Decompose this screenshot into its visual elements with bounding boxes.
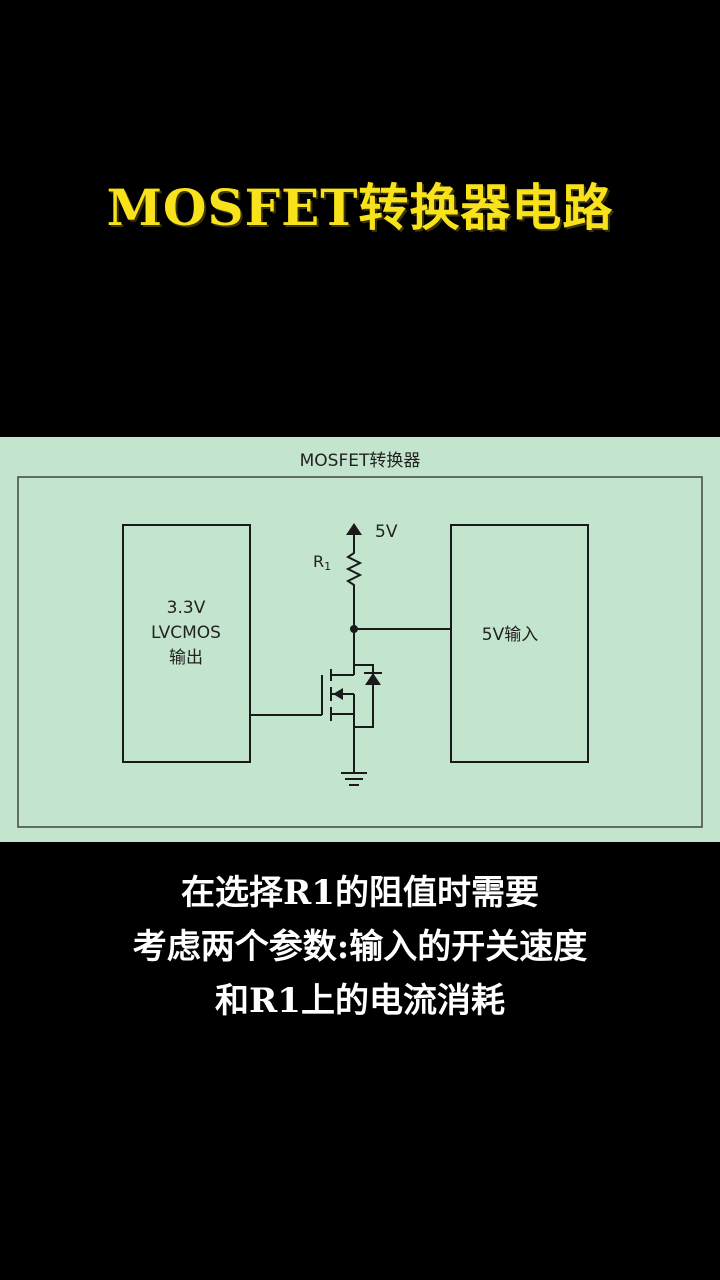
ground-icon xyxy=(341,772,367,786)
supply-label: 5V xyxy=(375,522,398,542)
input-5v-label: 5V输入 xyxy=(482,625,538,645)
input-5v-block xyxy=(450,524,589,763)
page-title: MOSFET转换器电路 xyxy=(106,178,614,237)
circuit-diagram: MOSFET转换器 3.3V LVCMOS 输出 5V输入 5V R1 xyxy=(17,451,703,828)
supply-arrow-icon xyxy=(346,523,362,535)
caption: 在选择R1的阻值时需要 考虑两个参数:输入的开关速度 和R1上的电流消耗 xyxy=(0,866,720,1028)
diagram-title: MOSFET转换器 xyxy=(300,451,421,471)
lvcmos-type-label: LVCMOS xyxy=(151,623,221,643)
resistor-label: R xyxy=(313,552,324,571)
lvcmos-output-block xyxy=(122,524,251,763)
caption-line-1: 在选择R1的阻值时需要 xyxy=(181,873,539,913)
circuit-diagram-panel: MOSFET转换器 3.3V LVCMOS 输出 5V输入 5V R1 xyxy=(0,437,720,842)
resistor-label-subscript: 1 xyxy=(324,560,331,573)
resistor-r1 xyxy=(345,549,363,629)
caption-line-2: 考虑两个参数:输入的开关速度 xyxy=(132,927,588,967)
diagram-frame xyxy=(17,476,703,828)
caption-line-3: 和R1上的电流消耗 xyxy=(215,981,505,1021)
svg-text:R1: R1 xyxy=(313,552,331,573)
mosfet-symbol xyxy=(250,661,382,734)
lvcmos-output-label: 输出 xyxy=(169,648,203,668)
lvcmos-voltage-label: 3.3V xyxy=(167,598,206,618)
body-diode-icon xyxy=(365,673,381,685)
